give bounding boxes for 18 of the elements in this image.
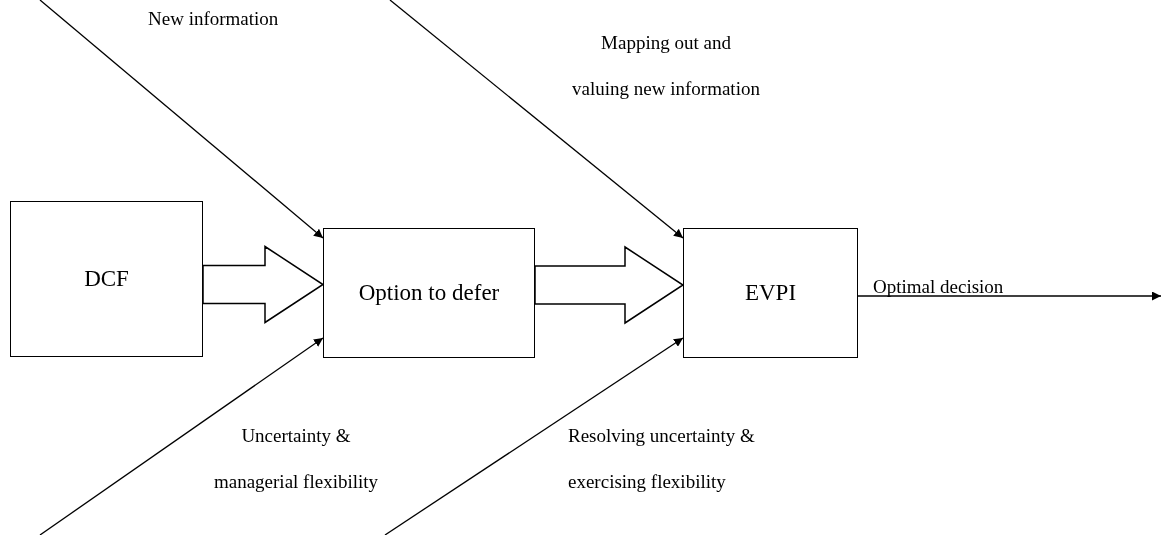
process-box [683, 228, 858, 358]
block-arrow [534, 245, 685, 325]
edge-label: Mapping out and valuing new information [572, 31, 760, 101]
arrow [39, 337, 324, 535]
box-label: EVPI [744, 280, 797, 306]
process-box [323, 228, 535, 358]
edge-label: Uncertainty & managerial flexibility [212, 424, 380, 494]
box-label: Option to defer [358, 280, 500, 306]
edge-label: Optimal decision [873, 275, 1005, 299]
process-box [10, 201, 203, 357]
block-arrow [202, 245, 325, 324]
edge-label: Resolving uncertainty & exercising flexibility [568, 424, 756, 494]
arrow [39, 0, 324, 239]
edge-label: New information [148, 7, 280, 31]
arrow [389, 0, 684, 239]
arrow [384, 337, 684, 535]
box-label: DCF [84, 266, 129, 292]
arrow [857, 291, 1161, 301]
